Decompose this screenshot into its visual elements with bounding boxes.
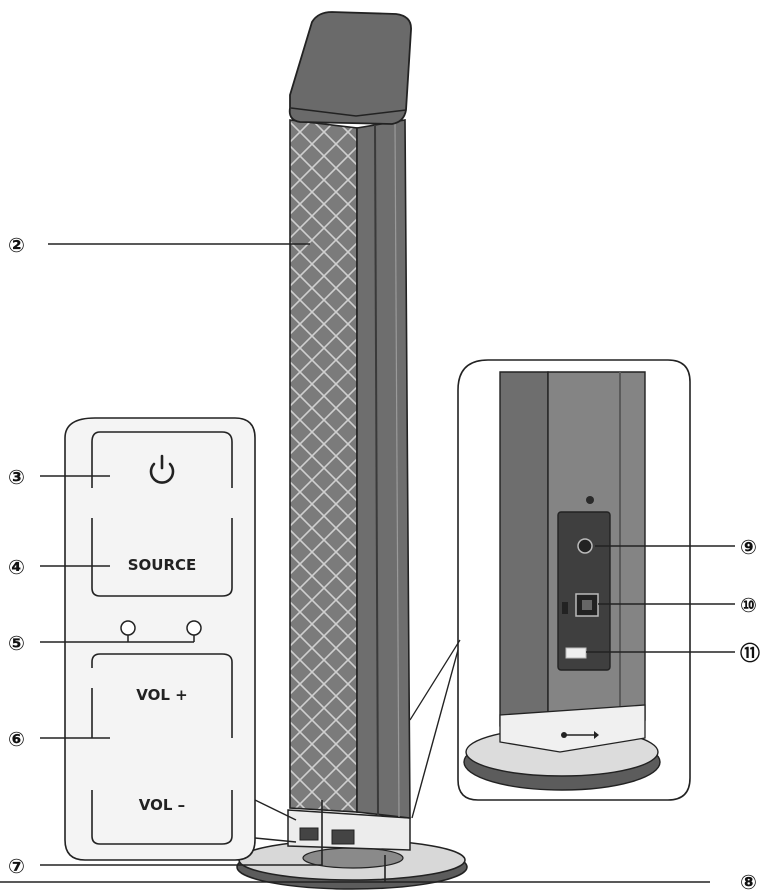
callout-4: ④ — [8, 555, 25, 579]
callout-11: ⑪ — [740, 641, 760, 665]
usb-icon — [561, 731, 599, 739]
leader-lines — [0, 243, 735, 883]
callout-10: ⑩ — [740, 593, 757, 617]
audio-jack[interactable] — [577, 538, 593, 554]
usb-port[interactable] — [565, 647, 587, 659]
callout-5: ⑤ — [8, 631, 25, 655]
callout-9: ⑨ — [740, 535, 757, 559]
led-indicator-right — [186, 620, 202, 642]
volume-rocker-lower[interactable] — [91, 790, 233, 845]
tower-top-cap — [288, 11, 412, 125]
callout-8: ⑧ — [740, 870, 757, 893]
source-button-label: SOURCE — [128, 556, 197, 574]
tower-side — [356, 119, 411, 819]
rear-inset-pointer — [409, 639, 461, 721]
collar-slot-left — [299, 827, 319, 841]
rear-inset-pointer — [411, 649, 459, 819]
inset-pointer-line — [254, 799, 297, 821]
led-indicator-left — [120, 620, 136, 642]
side-port — [562, 602, 568, 614]
optical-input-inner — [582, 600, 592, 610]
vol-up-label: VOL + — [136, 686, 187, 704]
button-panel-inset: SOURCE VOL + VOL – — [64, 417, 297, 861]
callout-6: ⑥ — [8, 727, 25, 751]
inset-pointer-line — [254, 837, 297, 843]
inset-frame — [64, 417, 256, 861]
power-icon — [149, 454, 175, 484]
connector-panel — [557, 511, 611, 671]
callout-2: ② — [8, 233, 25, 257]
tower-front — [289, 119, 358, 813]
rear-collar — [499, 704, 646, 753]
rear-detail-inset — [409, 359, 691, 819]
collar-slot-right — [331, 829, 355, 845]
callout-3: ③ — [8, 465, 25, 489]
tower-back-edge — [394, 121, 400, 818]
panel-top-dot — [586, 496, 594, 504]
callout-7: ⑦ — [8, 854, 25, 878]
volume-rocker[interactable] — [91, 653, 233, 738]
vol-down-label: VOL – — [139, 796, 185, 814]
leader-8 — [0, 855, 710, 883]
source-button[interactable] — [91, 518, 233, 597]
callout-numbers: ② ③ ④ ⑤ ⑥ ⑦ ⑧ ⑨ ⑩ ⑪ — [8, 233, 760, 893]
leader-7 — [40, 800, 323, 866]
tower-speaker — [236, 11, 468, 890]
power-button[interactable] — [91, 431, 233, 488]
tower-top-rim — [290, 107, 407, 117]
rear-column-side — [499, 371, 549, 741]
tower-side-edge — [374, 124, 379, 816]
